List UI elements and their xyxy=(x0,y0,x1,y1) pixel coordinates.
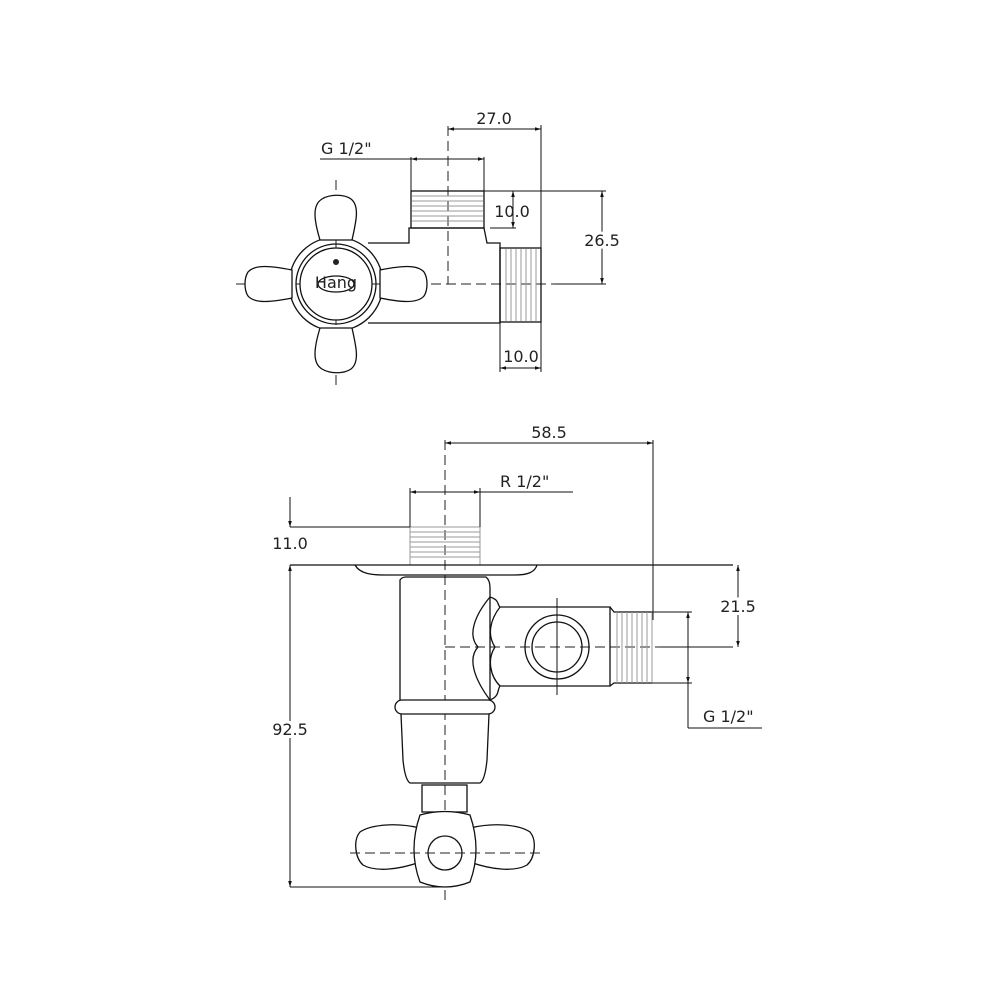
cross-handle-side xyxy=(350,810,540,888)
dim-thread-len-label: 11.0 xyxy=(272,534,308,553)
top-thread xyxy=(410,190,485,229)
bonnet xyxy=(400,713,490,784)
side-thread xyxy=(499,247,542,323)
outlet-arm xyxy=(489,596,611,701)
indicator-dot xyxy=(333,259,339,265)
dim-reach-label: 58.5 xyxy=(531,423,567,442)
dim-width-label: 27.0 xyxy=(476,109,512,128)
thread-top-label: G 1/2" xyxy=(321,139,372,158)
top-view: Hang 27.0 G 1/2" 10.0 26.5 10.0 xyxy=(236,109,623,385)
dim-thread-top-label: 10.0 xyxy=(494,202,530,221)
cross-handle-top: Hang xyxy=(244,194,428,374)
dim-thread-side-label: 10.0 xyxy=(503,347,539,366)
logo-text: Hang xyxy=(315,273,357,292)
collar-ring xyxy=(394,699,496,715)
side-view: 58.5 R 1/2" 11.0 92.5 21.5 G 1/2" xyxy=(269,423,762,900)
dim-offset-label: 26.5 xyxy=(584,231,620,250)
flange xyxy=(354,564,538,576)
logo-badge xyxy=(317,275,355,293)
outlet-thread xyxy=(609,606,653,687)
dim-height-label: 92.5 xyxy=(272,720,308,739)
thread-outlet-label: G 1/2" xyxy=(703,707,754,726)
valve-body xyxy=(399,576,491,700)
dim-outlet-offset-label: 21.5 xyxy=(720,597,756,616)
thread-top-label: R 1/2" xyxy=(500,472,549,491)
